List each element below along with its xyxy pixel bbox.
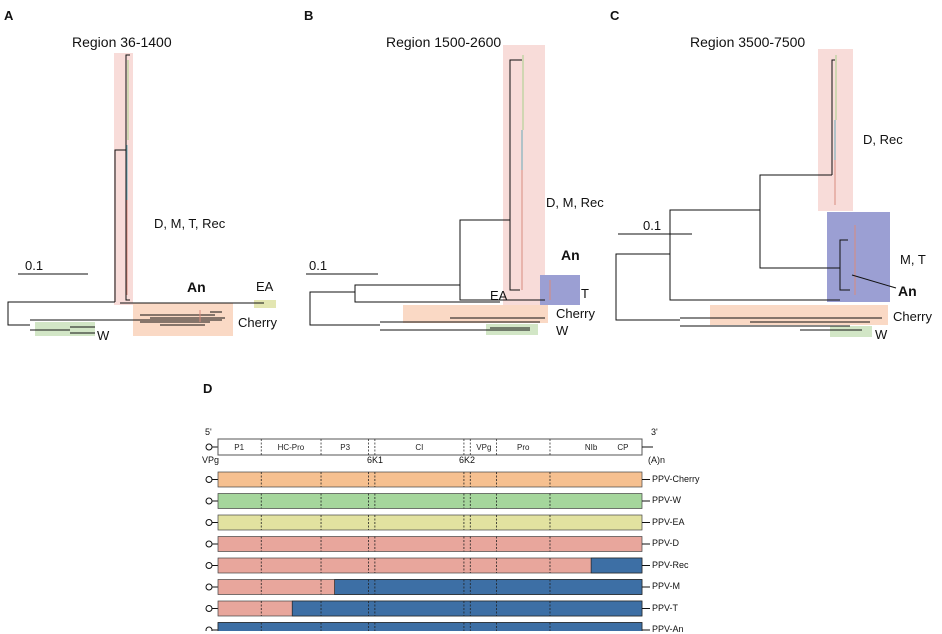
- panel-a-tree: [7, 53, 276, 336]
- vpg-circle: [205, 476, 213, 483]
- three-prime-label: 3': [651, 427, 658, 437]
- panel-b-tree: [306, 45, 580, 335]
- panel-a-title: Region 36-1400: [72, 34, 172, 50]
- vpg-circle-header: [205, 443, 213, 451]
- gene-label-p1: P1: [234, 443, 244, 452]
- panel-b-label-cherry: Cherry: [556, 306, 596, 321]
- panel-c-letter: C: [610, 8, 620, 23]
- panel-a-label-ea: EA: [256, 279, 274, 294]
- gene-label-cp: CP: [617, 443, 628, 452]
- polya-label: (A)n: [648, 455, 666, 465]
- panel-c-an-pointer: [851, 274, 897, 289]
- gene-label-p3: P3: [340, 443, 350, 452]
- panel-a-highlight-w: [35, 322, 95, 336]
- panel-a-scale-label: 0.1: [25, 258, 44, 273]
- genome-row-label: PPV-EA: [652, 516, 685, 527]
- vpg-circle: [205, 605, 213, 612]
- genome-row-label: PPV-An: [652, 624, 684, 634]
- panel-b-scale-label: 0.1: [309, 258, 328, 273]
- panel-c-label-mt: M, T: [900, 252, 926, 267]
- panel-b-letter: B: [304, 8, 314, 23]
- panel-c-highlight-cherry: [710, 305, 888, 325]
- vpg-circle: [205, 562, 213, 569]
- genome-bar: [217, 493, 643, 509]
- gene-boundaries: [260, 439, 551, 455]
- panel-b-highlight-purple: [540, 275, 580, 305]
- panel-d-letter: D: [203, 381, 213, 396]
- panel-a-highlight-ea: [254, 300, 276, 308]
- gene-labels: P1 HC-Pro P3 CI VPg Pro NIb CP: [234, 443, 628, 452]
- panel-c-label-cherry: Cherry: [893, 309, 933, 324]
- gene-label-nib: NIb: [585, 443, 598, 452]
- panel-b-leaves: [521, 55, 551, 300]
- panel-c-label-group: D, Rec: [863, 132, 903, 147]
- gene-label-vpg: VPg: [476, 443, 491, 452]
- genome-rows: [205, 471, 650, 631]
- genome-bar: [217, 514, 643, 531]
- label-6k1: 6K1: [367, 455, 384, 465]
- panel-a-label-group: D, M, T, Rec: [154, 216, 226, 231]
- panel-b-label-an: An: [561, 247, 580, 263]
- panel-c-title: Region 3500-7500: [690, 34, 806, 50]
- panel-a-letter: A: [4, 8, 14, 23]
- recombinant-segment: [217, 622, 643, 631]
- genome-bar: [217, 471, 643, 488]
- gene-label-hc-pro: HC-Pro: [278, 443, 305, 452]
- panel-a-highlight-main: [114, 53, 133, 305]
- gene-label-ci: CI: [415, 443, 423, 452]
- vpg-circle: [205, 519, 213, 526]
- vpg-label: VPg: [202, 455, 220, 465]
- panel-b-highlight-cherry: [403, 305, 548, 323]
- vpg-circle: [205, 540, 213, 548]
- panel-c-highlight-purple: [827, 212, 890, 302]
- genome-row-label: PPV-M: [652, 581, 681, 591]
- five-prime-label: 5': [205, 427, 212, 437]
- vpg-circle: [205, 626, 213, 631]
- vpg-circle: [205, 583, 213, 591]
- panel-c-label-an: An: [898, 283, 917, 299]
- genome-row-label: PPV-D: [652, 538, 680, 548]
- panel-b-highlight-main: [503, 45, 545, 307]
- gene-label-pro: Pro: [517, 443, 530, 452]
- panel-c-scale-label: 0.1: [643, 218, 662, 233]
- panel-c-leaves: [834, 55, 856, 295]
- genome-map: P1 HC-Pro P3 CI VPg Pro NIb CP: [205, 438, 653, 631]
- panel-b-branches: [309, 59, 545, 331]
- genome-bar: [217, 536, 643, 552]
- panel-c-label-w: W: [875, 327, 888, 342]
- recombinant-segment: [590, 557, 643, 574]
- panel-b-label-ea: EA: [490, 288, 508, 303]
- genome-row-label: PPV-W: [652, 495, 682, 505]
- genome-bar: [217, 557, 643, 574]
- panel-c-highlight-w: [830, 326, 872, 337]
- panel-a-branches: [7, 54, 264, 334]
- panel-b-label-group: D, M, Rec: [546, 195, 604, 210]
- genome-row-label: PPV-Cherry: [652, 473, 700, 484]
- genome-row-label: PPV-Rec: [652, 559, 689, 570]
- panel-a-leaves: [126, 60, 201, 322]
- panel-a-label-cherry: Cherry: [238, 315, 278, 330]
- recombinant-segment: [291, 600, 643, 617]
- vpg-circle: [205, 497, 213, 505]
- label-6k2: 6K2: [459, 455, 476, 465]
- panel-b-label-w: W: [556, 323, 569, 338]
- panel-b-title: Region 1500-2600: [386, 34, 502, 50]
- panel-c-tree: [615, 49, 897, 337]
- panel-a-label-w: W: [97, 328, 110, 343]
- genome-row-label: PPV-T: [652, 602, 679, 613]
- recombinant-segment: [334, 579, 643, 595]
- panel-a-label-an: An: [187, 279, 206, 295]
- panel-b-label-t: T: [581, 286, 589, 301]
- panel-c-branches: [615, 59, 882, 331]
